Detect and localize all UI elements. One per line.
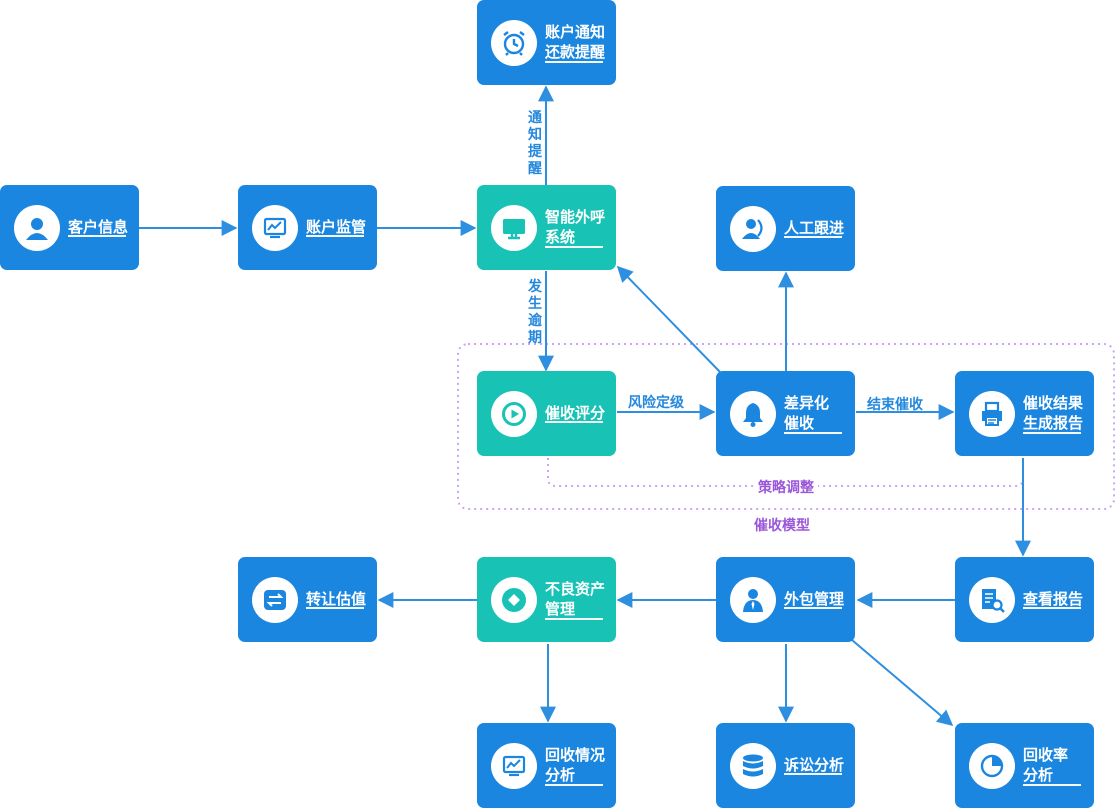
report-search-icon bbox=[969, 577, 1015, 623]
alarm-clock-icon bbox=[491, 20, 537, 66]
user-icon bbox=[14, 205, 60, 251]
node-label: 差异化催收 bbox=[784, 394, 830, 432]
node-label: 人工跟进 bbox=[784, 219, 845, 237]
node-label: 回收情况分析 bbox=[545, 746, 606, 784]
edge-diff-to-call bbox=[616, 265, 721, 373]
database-icon bbox=[730, 743, 776, 789]
node-collection-score[interactable]: 催收评分 bbox=[477, 371, 616, 456]
chart-monitor-icon bbox=[491, 743, 537, 789]
node-label: 账户通知还款提醒 bbox=[545, 23, 606, 61]
node-label: 账户监管 bbox=[306, 218, 367, 236]
monitor-icon bbox=[491, 205, 537, 251]
label-overdue: 发生逾期 bbox=[528, 279, 542, 346]
node-account-notice[interactable]: 账户通知还款提醒 bbox=[477, 0, 616, 85]
node-label: 催收结果生成报告 bbox=[1023, 394, 1084, 432]
transfer-icon bbox=[252, 577, 298, 623]
node-view-report[interactable]: 查看报告 bbox=[955, 557, 1094, 642]
businessman-icon bbox=[730, 577, 776, 623]
node-label: 智能外呼系统 bbox=[545, 208, 606, 246]
play-icon bbox=[491, 391, 537, 437]
printer-icon bbox=[969, 391, 1015, 437]
label-risk-rating: 风险定级 bbox=[628, 395, 684, 411]
node-manual-follow[interactable]: 人工跟进 bbox=[716, 186, 855, 271]
node-label: 催收评分 bbox=[545, 404, 606, 422]
label-collection-model: 催收模型 bbox=[754, 518, 810, 534]
chart-monitor-icon bbox=[252, 205, 298, 251]
label-strategy-adjust: 策略调整 bbox=[754, 477, 818, 497]
node-label: 转让估值 bbox=[306, 590, 367, 608]
node-label: 外包管理 bbox=[784, 590, 845, 608]
node-label: 查看报告 bbox=[1023, 590, 1084, 608]
node-account-monitor[interactable]: 账户监管 bbox=[238, 185, 377, 270]
bell-icon bbox=[730, 391, 776, 437]
pie-chart-icon bbox=[969, 743, 1015, 789]
label-notify: 通知提醒 bbox=[528, 110, 542, 177]
edge-outsource-to-rate bbox=[851, 639, 954, 727]
node-label: 不良资产管理 bbox=[545, 580, 606, 618]
node-result-report[interactable]: 催收结果生成报告 bbox=[955, 371, 1094, 456]
node-recovery-analysis[interactable]: 回收情况分析 bbox=[477, 723, 616, 808]
node-bad-assets[interactable]: 不良资产管理 bbox=[477, 557, 616, 642]
agent-icon bbox=[730, 206, 776, 252]
node-outsource[interactable]: 外包管理 bbox=[716, 557, 855, 642]
node-label: 回收率分析 bbox=[1023, 746, 1069, 784]
node-diff-collection[interactable]: 差异化催收 bbox=[716, 371, 855, 456]
node-label: 客户信息 bbox=[68, 218, 129, 236]
node-label: 诉讼分析 bbox=[784, 756, 845, 774]
node-litigation[interactable]: 诉讼分析 bbox=[716, 723, 855, 808]
diamond-icon bbox=[491, 577, 537, 623]
node-customer-info[interactable]: 客户信息 bbox=[0, 185, 139, 270]
node-smart-call[interactable]: 智能外呼系统 bbox=[477, 185, 616, 270]
node-recovery-rate[interactable]: 回收率分析 bbox=[955, 723, 1094, 808]
label-end-collection: 结束催收 bbox=[867, 397, 923, 413]
node-transfer-valuation[interactable]: 转让估值 bbox=[238, 557, 377, 642]
